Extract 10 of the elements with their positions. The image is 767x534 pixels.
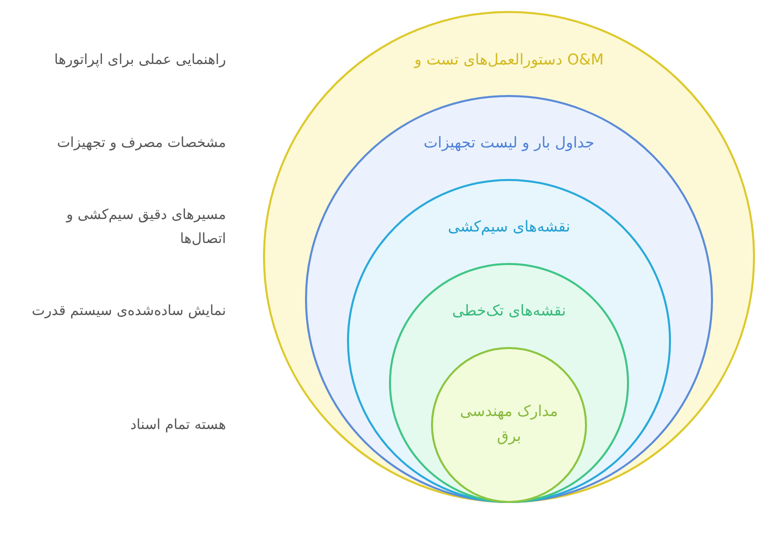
circle-label: جداول بار و لیست تجهیزات — [422, 132, 596, 154]
layer-description: راهنمایی عملی برای اپراتورها — [53, 51, 226, 70]
circle-label: مدارک مهندسی برق — [459, 401, 559, 447]
layer-description: هسته تمام اسناد — [129, 416, 226, 435]
layer-description: مسیرهای دقیق سیم‌کشی و اتصال‌ها — [64, 206, 226, 249]
circle-label: دستورالعمل‌های تست و O&M — [412, 50, 605, 70]
circle-label: نقشه‌های تک‌خطی — [451, 300, 567, 322]
circle-label: نقشه‌های سیم‌کشی — [446, 216, 572, 238]
layer-description: نمایش ساده‌شده‌ی سیستم قدرت — [30, 302, 226, 321]
layer-description: مشخصات مصرف و تجهیزات — [56, 134, 226, 153]
